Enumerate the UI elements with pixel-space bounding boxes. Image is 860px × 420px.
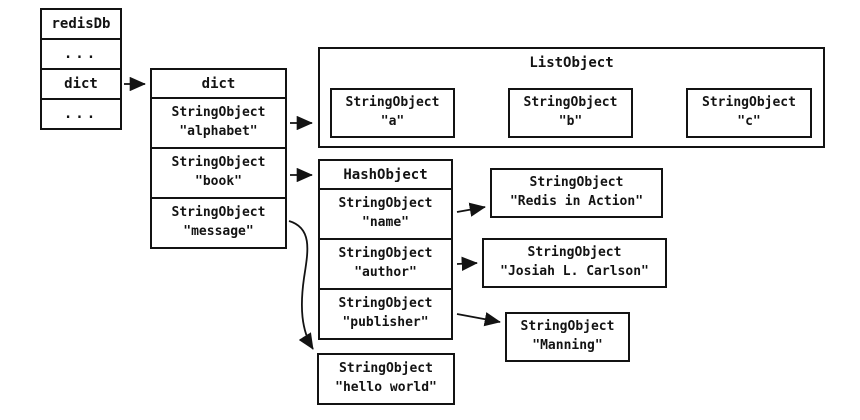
ellipsis-cell: ... bbox=[42, 98, 120, 128]
entry-value-label: "a" bbox=[380, 114, 405, 129]
entry-value-label: "alphabet" bbox=[179, 124, 258, 139]
entry-type-label: StringObject bbox=[527, 245, 622, 261]
list-item-a: StringObject "a" bbox=[330, 88, 455, 138]
entry-value-label: "c" bbox=[737, 114, 761, 129]
value-box-hello-world: StringObject "hello world" bbox=[317, 353, 455, 405]
entry-type-label: StringObject bbox=[171, 155, 266, 171]
entry-value-label: "publisher" bbox=[342, 315, 429, 330]
hash-object-box: HashObject StringObject "name" StringObj… bbox=[318, 159, 453, 340]
dict-entry-book: StringObject "book" bbox=[152, 149, 285, 199]
arrow-publisher-to-value bbox=[456, 312, 501, 327]
dict-pointer-cell: dict bbox=[42, 68, 120, 98]
entry-type-label: StringObject bbox=[520, 319, 615, 335]
hash-field-publisher: StringObject "publisher" bbox=[320, 290, 451, 338]
dict-entry-alphabet: StringObject "alphabet" bbox=[152, 99, 285, 149]
arrow-name-to-value bbox=[456, 202, 486, 217]
list-object-box: ListObject StringObject "a" StringObject… bbox=[318, 47, 825, 148]
entry-type-label: StringObject bbox=[339, 361, 433, 377]
entry-value-label: "author" bbox=[354, 265, 417, 280]
ellipsis-cell: ... bbox=[42, 38, 120, 68]
entry-value-label: "Manning" bbox=[532, 338, 603, 353]
entry-value-label: "message" bbox=[183, 224, 254, 239]
hash-field-author: StringObject "author" bbox=[320, 240, 451, 290]
value-box-redis-in-action: StringObject "Redis in Action" bbox=[490, 168, 663, 218]
value-box-manning: StringObject "Manning" bbox=[505, 312, 630, 362]
entry-value-label: "hello world" bbox=[335, 380, 437, 395]
arrow-author-to-value bbox=[456, 256, 478, 271]
entry-type-label: StringObject bbox=[338, 296, 433, 312]
redisdb-cell: redisDb bbox=[51, 16, 111, 32]
entry-type-label: StringObject bbox=[523, 95, 618, 111]
entry-type-label: StringObject bbox=[702, 95, 796, 111]
dict-box: dict StringObject "alphabet" StringObjec… bbox=[150, 68, 287, 249]
entry-value-label: "Redis in Action" bbox=[509, 194, 644, 209]
dict-box-header: dict bbox=[152, 70, 285, 99]
entry-value-label: "book" bbox=[195, 174, 242, 189]
value-box-josiah-carlson: StringObject "Josiah L. Carlson" bbox=[482, 238, 667, 288]
entry-type-label: StringObject bbox=[345, 95, 440, 111]
list-object-title: ListObject bbox=[529, 55, 614, 71]
entry-type-label: StringObject bbox=[529, 175, 624, 191]
arrow-message-to-value bbox=[288, 220, 314, 350]
entry-type-label: StringObject bbox=[171, 105, 266, 121]
entry-value-label: "b" bbox=[558, 114, 583, 129]
redisdb-stack: redisDb ... dict ... bbox=[40, 8, 122, 130]
entry-type-label: StringObject bbox=[338, 196, 433, 212]
entry-type-label: StringObject bbox=[171, 205, 266, 221]
hash-field-name: StringObject "name" bbox=[320, 190, 451, 240]
list-item-c: StringObject "c" bbox=[686, 88, 812, 138]
hash-object-header: HashObject bbox=[320, 161, 451, 190]
entry-type-label: StringObject bbox=[338, 246, 433, 262]
dict-entry-message: StringObject "message" bbox=[152, 199, 285, 247]
entry-value-label: "Josiah L. Carlson" bbox=[500, 264, 649, 279]
entry-value-label: "name" bbox=[362, 215, 409, 230]
list-item-b: StringObject "b" bbox=[508, 88, 633, 138]
